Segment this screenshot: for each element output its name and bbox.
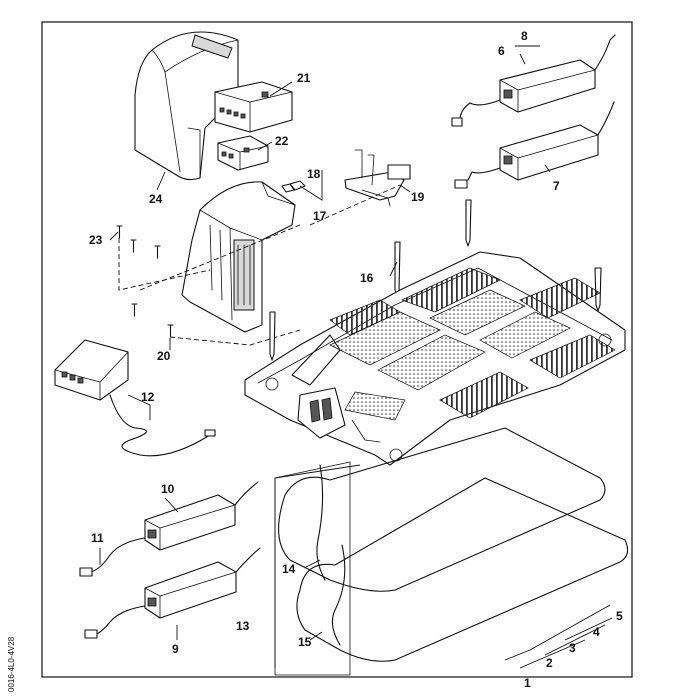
callout-10: 10 — [161, 482, 175, 496]
screws-part — [116, 225, 174, 338]
callout-24: 24 — [149, 192, 163, 206]
base-station-body-part — [181, 181, 296, 333]
power-supply-upper — [451, 34, 616, 127]
callout-11: 11 — [91, 531, 104, 545]
callout-12: 12 — [141, 390, 155, 404]
callout-8: 8 — [521, 29, 528, 43]
perimeter-wire-part — [274, 427, 629, 676]
callout-19: 19 — [411, 190, 425, 204]
power-supply-middle — [454, 101, 615, 189]
callout-3: 3 — [569, 641, 576, 655]
callout-4: 4 — [593, 625, 600, 639]
power-supply-lower-upper — [79, 481, 259, 577]
assembly-lines — [118, 184, 401, 346]
callout-7: 7 — [553, 179, 560, 193]
charging-contact-assembly — [344, 149, 411, 207]
callout-21: 21 — [297, 71, 311, 85]
electronics-board-lower — [217, 135, 269, 171]
callout-5: 5 — [616, 609, 623, 623]
callout-23: 23 — [89, 233, 103, 247]
ground-pegs-part — [269, 199, 602, 361]
contact-clip-part — [281, 180, 306, 193]
callout-20: 20 — [157, 349, 171, 363]
connection-box-part — [54, 339, 216, 457]
callout-13: 13 — [236, 619, 250, 633]
base-plate-part — [244, 251, 626, 466]
callout-1: 1 — [524, 676, 531, 690]
callout-17: 17 — [313, 209, 327, 223]
callout-16: 16 — [360, 271, 374, 285]
callout-15: 15 — [298, 635, 312, 649]
drawing-frame — [41, 21, 633, 678]
callout-6: 6 — [498, 44, 505, 58]
callout-22: 22 — [275, 134, 289, 148]
leader-lines — [99, 45, 613, 669]
power-supply-lower — [84, 547, 261, 639]
callout-9: 9 — [172, 642, 179, 656]
callout-18: 18 — [307, 167, 321, 181]
callout-14: 14 — [282, 562, 296, 576]
drawing-code: 0016-4L0-4V28 — [7, 636, 16, 692]
housing-cover-part — [134, 31, 239, 181]
callout-2: 2 — [546, 656, 553, 670]
